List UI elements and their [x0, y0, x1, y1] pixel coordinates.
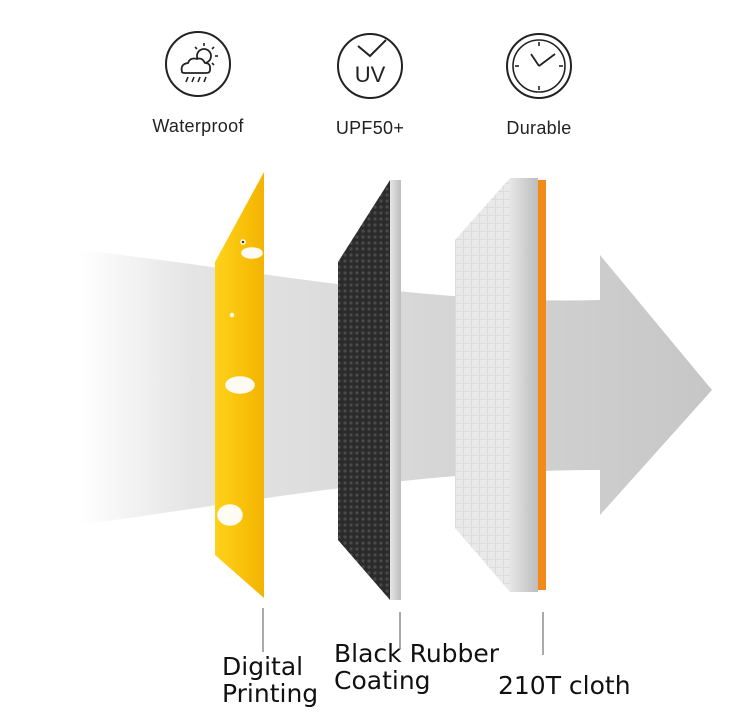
label-line: Black Rubber: [334, 639, 500, 668]
cloth-orange-edge: [538, 180, 546, 590]
label-line: Digital: [222, 652, 304, 681]
label-black-rubber-coating: Black Rubber Coating: [334, 640, 499, 694]
feature-upf: UV UPF50+: [300, 32, 440, 139]
label-digital-printing: Digital Printing: [222, 653, 318, 707]
weather-icon: [164, 30, 232, 98]
feature-durable: Durable: [469, 32, 609, 139]
cloth-silver-edge: [510, 178, 538, 592]
label-line: Printing: [222, 679, 319, 708]
label-210t-cloth: 210T cloth: [498, 672, 631, 699]
clock-icon: [505, 32, 573, 100]
uv-icon: UV: [336, 32, 404, 100]
uv-icon-text: UV: [355, 62, 386, 87]
label-line: Coating: [334, 666, 431, 695]
label-line: 210T cloth: [498, 671, 631, 700]
rubber-silver-edge: [390, 180, 401, 600]
black-rubber-layer: [338, 180, 390, 600]
feature-waterproof: Waterproof: [128, 30, 268, 137]
goose-pattern: [217, 239, 263, 526]
feature-label: Durable: [506, 118, 572, 138]
feature-label: Waterproof: [152, 116, 244, 136]
cloth-layer: [455, 178, 510, 592]
feature-label: UPF50+: [335, 118, 405, 138]
